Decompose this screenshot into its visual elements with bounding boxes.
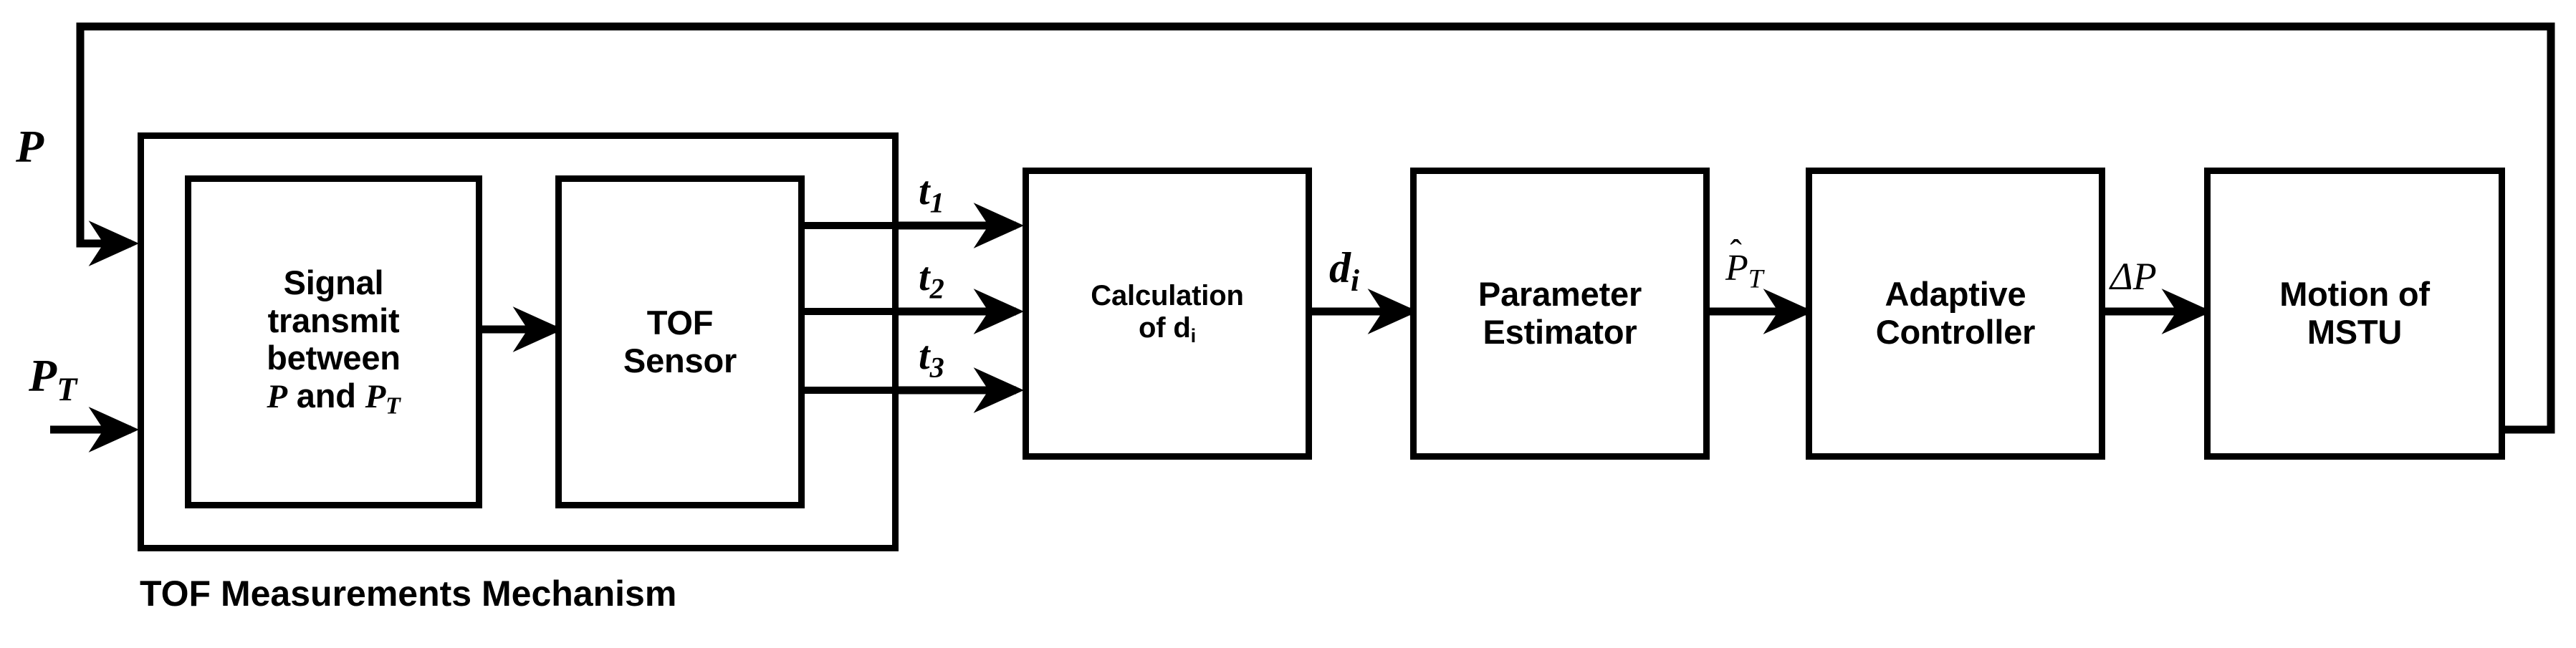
signal-label-t3-base: t [919,334,930,378]
signal-line-4: P and PT [267,377,401,420]
signal-label-t3-sub: 3 [929,351,944,384]
signal-line-4-pt: P [365,377,386,415]
signal-line-4-pt-sub: T [386,392,401,420]
block-motion-of-mstu[interactable]: Motion of MSTU [2204,168,2505,460]
signal-label-pt-hat-base: P [1725,248,1748,289]
tof-measurements-mechanism-group [138,132,899,551]
signal-label-t1-base: t [919,169,930,213]
tof-line-1: TOF [646,303,714,342]
signal-label-t2-sub: 2 [929,272,944,305]
signal-label-t1: t1 [919,168,944,219]
signal-line-4-and: and [287,376,365,415]
adapt-line-1: Adaptive [1885,275,2026,314]
signal-label-di: di [1329,243,1359,299]
signal-label-di-sub: i [1351,264,1359,299]
calc-line-2-sub: i [1190,324,1197,347]
block-signal-transmit[interactable]: Signal transmit between P and PT [185,175,482,508]
signal-label-t3: t3 [919,333,944,384]
signal-label-p: P [16,121,44,172]
signal-label-t1-sub: 1 [929,186,944,219]
calc-line-2-text: of d [1139,312,1191,344]
signal-label-t2-base: t [919,255,930,299]
signal-line-1: Signal [283,263,384,301]
signal-label-pt-hat-sub: T [1748,264,1763,294]
signal-line-2: transmit [267,301,400,339]
calc-line-1: Calculation [1091,280,1244,312]
signal-label-pt-hat: ˆ P T [1725,233,1763,294]
signal-line-3: between [267,339,401,377]
signal-label-pt-base: P [29,350,57,401]
adapt-line-2: Controller [1875,313,2036,351]
block-adaptive-controller[interactable]: Adaptive Controller [1806,168,2105,460]
calc-line-2: of di [1091,312,1243,347]
signal-line-4-p: P [267,377,287,415]
block-parameter-estimator[interactable]: Parameter Estimator [1410,168,1710,460]
signal-label-pt-hat-base-wrap: ˆ P [1725,233,1748,289]
signal-label-delta-p: ΔP [2110,255,2157,298]
hat-accent-icon: ˆ [1730,233,1742,273]
motion-line-1: Motion of [2279,275,2430,314]
param-line-2: Estimator [1483,313,1637,351]
signal-label-t2: t2 [919,254,944,305]
group-caption-tof-measurements-mechanism: TOF Measurements Mechanism [140,574,677,614]
block-tof-sensor[interactable]: TOF Sensor [555,175,805,508]
feedback-loop-wire [76,22,2555,434]
block-calculation-of-di[interactable]: Calculation of di [1023,168,1312,460]
signal-label-di-base: d [1329,244,1351,291]
motion-line-2: MSTU [2307,313,2403,351]
tof-output-bus [803,222,897,394]
param-line-1: Parameter [1478,275,1642,314]
signal-label-pt: PT [29,349,77,408]
tof-line-2: Sensor [623,341,737,379]
signal-label-pt-sub: T [57,370,77,407]
